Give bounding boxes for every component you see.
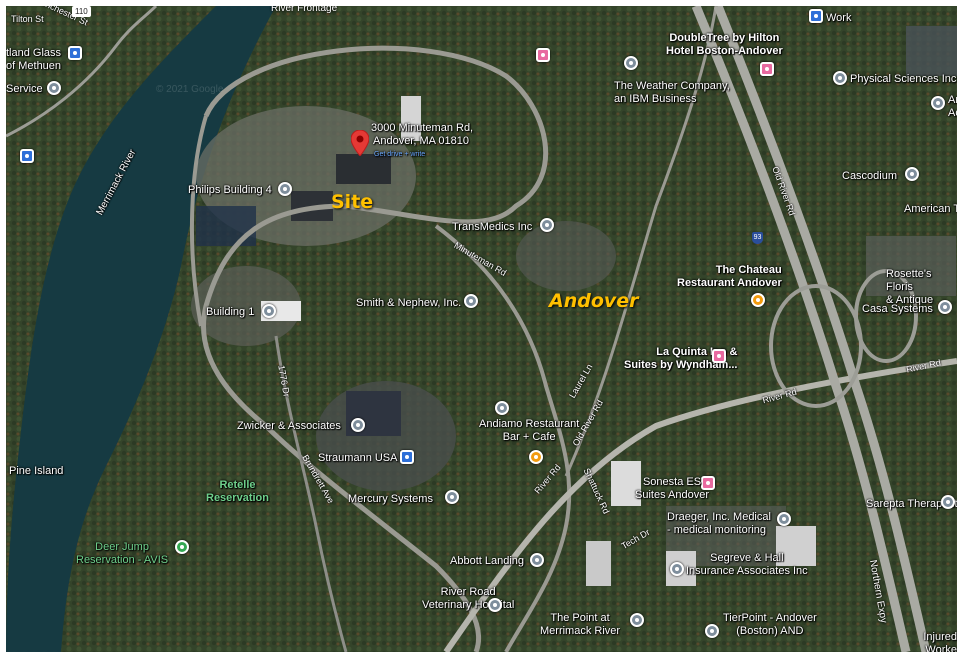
hotel-pin-icon-north[interactable]	[536, 48, 550, 62]
place-label-casa-systems: Casa Systems	[862, 303, 933, 315]
directions-link[interactable]: Get drive + write	[374, 151, 426, 158]
place-label-sarepta: Sarepta Therapeutic	[866, 498, 957, 510]
place-label-service: Service	[6, 83, 43, 95]
place-label-chateau: The Chateau Restaurant Andover	[677, 264, 782, 289]
place-label-retelle: Retelle Reservation	[206, 479, 269, 504]
place-label-american-t: American T	[904, 203, 957, 215]
place-label-an-aca: An Aca	[948, 94, 957, 119]
casa-systems-pin-icon[interactable]	[938, 300, 952, 314]
place-label-draeger: Draeger, Inc. Medical - medical monitori…	[667, 511, 771, 536]
building-1-pin-icon[interactable]	[262, 304, 276, 318]
physical-sciences-pin-icon[interactable]	[833, 71, 847, 85]
segreve-hall-pin-icon[interactable]	[670, 562, 684, 576]
vet-hospital-pin-icon[interactable]	[488, 598, 502, 612]
map-imagery	[6, 6, 957, 652]
map-watermark: © 2021 Google	[156, 84, 224, 95]
site-highlight-label: Site	[331, 191, 374, 213]
place-label-tierpoint: TierPoint - Andover (Boston) AND	[723, 612, 817, 637]
place-label-smith-nephew: Smith & Nephew, Inc.	[356, 297, 462, 309]
work-pin-icon[interactable]	[809, 9, 823, 23]
andover-highlight-label: Andover	[549, 290, 639, 312]
store-pin-icon[interactable]	[20, 149, 34, 163]
place-label-philips-building-4: Philips Building 4	[188, 184, 272, 196]
chateau-restaurant-pin-icon[interactable]	[751, 293, 765, 307]
place-label-deer-jump: Deer Jump Reservation - AVIS	[76, 541, 169, 566]
place-label-mercury: Mercury Systems	[348, 493, 433, 505]
sonesta-hotel-pin-icon[interactable]	[701, 476, 715, 490]
place-label-andiamo: Andiamo Restaurant Bar + Cafe	[479, 418, 580, 443]
merrimack-river-water	[6, 6, 276, 652]
straumann-pin-icon[interactable]	[400, 450, 414, 464]
la-quinta-hotel-pin-icon[interactable]	[712, 349, 726, 363]
place-label-of-methuen: of Methuen	[6, 60, 62, 72]
zwicker-pin-icon[interactable]	[351, 418, 365, 432]
interstate-93-shield: 93	[752, 232, 763, 244]
mercury-pin-icon[interactable]	[445, 490, 459, 504]
road-label-tilton-st: Tilton St	[11, 14, 44, 24]
place-label-tland-glass: tland Glass	[6, 47, 62, 59]
academy-pin-icon[interactable]	[931, 96, 945, 110]
place-label-physical-sciences: Physical Sciences Inc	[850, 73, 957, 85]
place-label-injured-worker-pharma: Injured Worke Pharma	[923, 631, 957, 652]
place-label-cascodium: Cascodium	[842, 170, 898, 182]
andiamo-photo-pin-icon[interactable]	[495, 401, 509, 415]
place-label-rosette: Rosette's Floris & Antique	[886, 268, 934, 306]
shopping-pin-icon[interactable]	[68, 46, 82, 60]
place-label-pine-island: Pine Island	[9, 465, 64, 477]
smith-nephew-pin-icon[interactable]	[464, 294, 478, 308]
place-label-zwicker: Zwicker & Associates	[237, 420, 341, 432]
place-label-doubletree: DoubleTree by Hilton Hotel Boston-Andove…	[666, 32, 783, 57]
place-label-building-1: Building 1	[206, 306, 255, 318]
draeger-pin-icon[interactable]	[777, 512, 791, 526]
abbott-landing-pin-icon[interactable]	[530, 553, 544, 567]
place-label-the-point: The Point at Merrimack River	[540, 612, 621, 637]
address-line-2: Andover, MA 01810	[373, 135, 470, 147]
place-label-weather-company: The Weather Company, an IBM Business	[614, 80, 730, 105]
weather-company-pin-icon[interactable]	[624, 56, 638, 70]
place-label-abbott-landing: Abbott Landing	[450, 555, 525, 567]
place-label-transmedics: TransMedics Inc	[452, 221, 533, 233]
tierpoint-pin-icon[interactable]	[705, 624, 719, 638]
place-label-segreve: Segreve & Hall Insurance Associates Inc	[686, 552, 808, 577]
red-location-pin-icon[interactable]	[351, 130, 369, 156]
address-line-1: 3000 Minuteman Rd,	[371, 122, 474, 134]
andiamo-restaurant-pin-icon[interactable]	[529, 450, 543, 464]
road-label-river-frontage: River Frontage	[271, 6, 338, 14]
satellite-map[interactable]: © 2021 Google River Frontage Tilton St W…	[6, 6, 957, 652]
place-label-straumann: Straumann USA	[318, 452, 398, 464]
sarepta-pin-icon[interactable]	[941, 495, 955, 509]
transmedics-pin-icon[interactable]	[540, 218, 554, 232]
deer-jump-park-pin-icon[interactable]	[175, 540, 189, 554]
philips-building-pin-icon[interactable]	[278, 182, 292, 196]
service-pin-icon[interactable]	[47, 81, 61, 95]
the-point-pin-icon[interactable]	[630, 613, 644, 627]
doubletree-hotel-pin-icon[interactable]	[760, 62, 774, 76]
place-label-work: Work	[826, 12, 852, 24]
place-label-sonesta: Sonesta ES Suites Andover	[635, 476, 709, 501]
cascodium-pin-icon[interactable]	[905, 167, 919, 181]
route-110-shield: 110	[72, 6, 91, 17]
